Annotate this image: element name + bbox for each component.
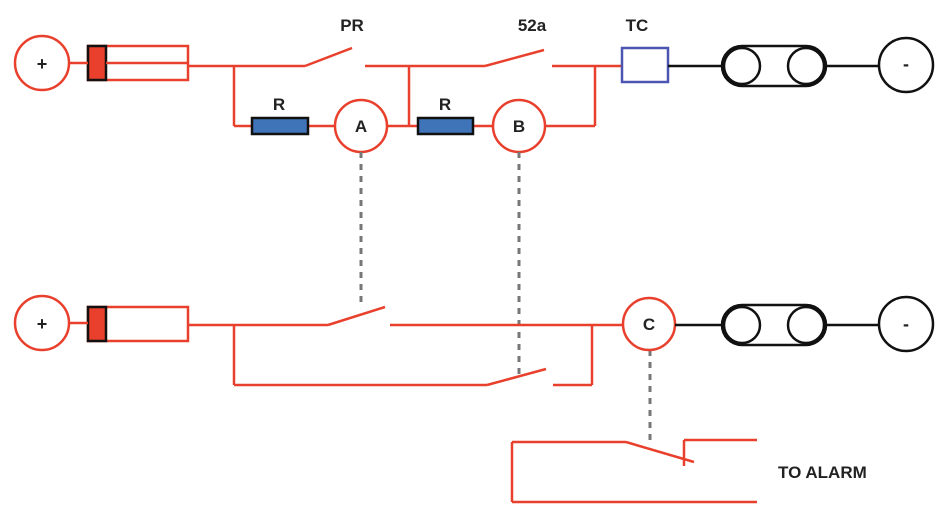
minus-sign: - — [903, 54, 909, 74]
resistor-1-label: R — [273, 95, 285, 114]
resistor-2: R — [416, 95, 475, 136]
positive-terminal-bottom: + — [13, 294, 71, 352]
relay-c-label: C — [643, 315, 655, 334]
bottom-circuit: + C — [13, 294, 935, 387]
contact-52a-label: 52a — [518, 16, 547, 35]
positive-terminal-top: + — [13, 34, 71, 92]
plus-sign: + — [37, 54, 48, 74]
alarm-wires — [510, 438, 757, 504]
trip-coil-icon — [620, 46, 670, 84]
source-circle — [877, 295, 935, 353]
to-alarm-label: TO ALARM — [778, 463, 867, 482]
alarm-circuit: TO ALARM — [510, 438, 867, 504]
relay-a-label: A — [355, 117, 367, 136]
resistor-2-label: R — [439, 95, 451, 114]
contact-52a: 52a — [484, 16, 547, 68]
negative-terminal-bottom: - — [877, 295, 935, 353]
fuse-icon — [86, 305, 190, 343]
plus-sign: + — [37, 314, 48, 334]
relay-b: B — [491, 98, 547, 154]
top-wires — [69, 61, 622, 128]
pr-contact: PR — [304, 16, 364, 68]
source-circle — [877, 36, 935, 94]
contact-52a-bottom — [486, 367, 547, 387]
negative-terminal-top: - — [877, 36, 935, 94]
tc-label: TC — [626, 16, 649, 35]
mechanical-links — [359, 152, 652, 442]
alarm-contact — [625, 440, 695, 464]
pr-contact-bottom — [327, 305, 386, 327]
pr-label: PR — [340, 16, 364, 35]
relay-b-label: B — [513, 117, 525, 136]
resistor-icon — [416, 116, 475, 136]
top-circuit: + PR — [13, 16, 935, 154]
relay-a: A — [333, 98, 389, 154]
resistor-icon — [250, 116, 310, 136]
trip-coil: TC — [620, 16, 670, 84]
relay-c: C — [621, 296, 677, 352]
battery-bottom — [720, 303, 828, 347]
bottom-wires — [69, 321, 622, 387]
battery-top — [720, 44, 828, 88]
minus-sign: - — [903, 314, 909, 334]
resistor-1: R — [250, 95, 310, 136]
